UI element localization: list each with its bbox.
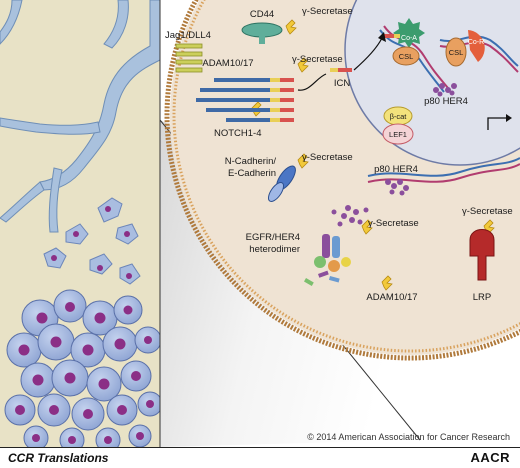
jag1-dll4-label: Jag1/DLL4: [165, 30, 211, 41]
lrp-label: LRP: [473, 292, 491, 303]
co-activator: Co-A: [393, 18, 425, 48]
jag1-dll4-ligand: [175, 43, 203, 73]
csl-label-1: CSL: [399, 52, 414, 61]
footer-bar: CCR Translations AACR: [0, 447, 520, 468]
egfr-her4-label-line2: heterodimer: [249, 244, 300, 255]
egfr-her4-heterodimer: [314, 234, 351, 272]
p80-her4-nucleus: [433, 83, 457, 97]
csl-protein-1: CSL: [392, 46, 420, 66]
publisher-logo-text: AACR: [470, 450, 510, 465]
journal-section-title: CCR Translations: [8, 451, 109, 465]
notch-label: NOTCH1-4: [214, 128, 262, 139]
p80-her4-cluster: [331, 205, 369, 227]
gamma-secretase-top-label: γ-Secretase: [302, 6, 353, 17]
copyright-notice: © 2014 American Association for Cancer R…: [307, 432, 510, 442]
cd44-label: CD44: [250, 9, 274, 20]
lef1: LEF1: [382, 123, 414, 145]
gamma-secretase-icons: [251, 19, 495, 291]
egfr-her4-label-line1: EGFR/HER4: [246, 232, 300, 243]
blood-vessel: [0, 0, 161, 233]
adam-bottom-label: ADAM10/17: [366, 292, 417, 303]
gamma-secretase-mid-label: γ-Secretase: [368, 218, 419, 229]
signaling-illustration: Co-A CSL CSL Co-R p80 HER4 β-cat LEF1 Ja…: [0, 0, 520, 447]
cadherin-label-line2: E-Cadherin: [228, 168, 276, 179]
co-a-label: Co-A: [401, 35, 417, 42]
gamma-secretase-cadherin-label: γ-Secretase: [302, 152, 353, 163]
p80-her4-label: p80 HER4: [374, 164, 418, 175]
cadherin-receptor: [267, 165, 296, 202]
cadherin-label-line1: N-Cadherin/: [225, 156, 277, 167]
migrating-cell-nuclei: [51, 206, 132, 279]
p80-her4-cytoplasm: [385, 179, 409, 196]
csl-label-2: CSL: [449, 48, 464, 57]
icn-label: ICN: [334, 78, 351, 89]
notch-receptors: [196, 78, 294, 122]
gene-arrow: [487, 114, 512, 130]
adam-top-label: ADAM10/17: [202, 58, 253, 69]
gamma-secretase-right-label: γ-Secretase: [462, 206, 513, 217]
tumor-mass: [4, 289, 163, 447]
beta-catenin: β-cat: [383, 106, 413, 126]
lrp-receptor: [469, 229, 495, 281]
csl-protein-2: CSL: [445, 37, 467, 67]
co-r-label: Co-R: [468, 39, 484, 46]
secreted-fragments: [304, 270, 340, 286]
icn-arrow: [297, 32, 386, 91]
gamma-secretase-icn-label: γ-Secretase: [292, 54, 343, 65]
p80-her4-nucleus-label: p80 HER4: [424, 96, 468, 107]
co-repressor: Co-R: [468, 30, 485, 62]
icn-cleaved: [330, 68, 352, 72]
icn-fragment: [384, 34, 400, 38]
lef1-label: LEF1: [389, 130, 407, 139]
beta-cat-label: β-cat: [390, 112, 408, 121]
cd44-receptor: [241, 22, 283, 44]
